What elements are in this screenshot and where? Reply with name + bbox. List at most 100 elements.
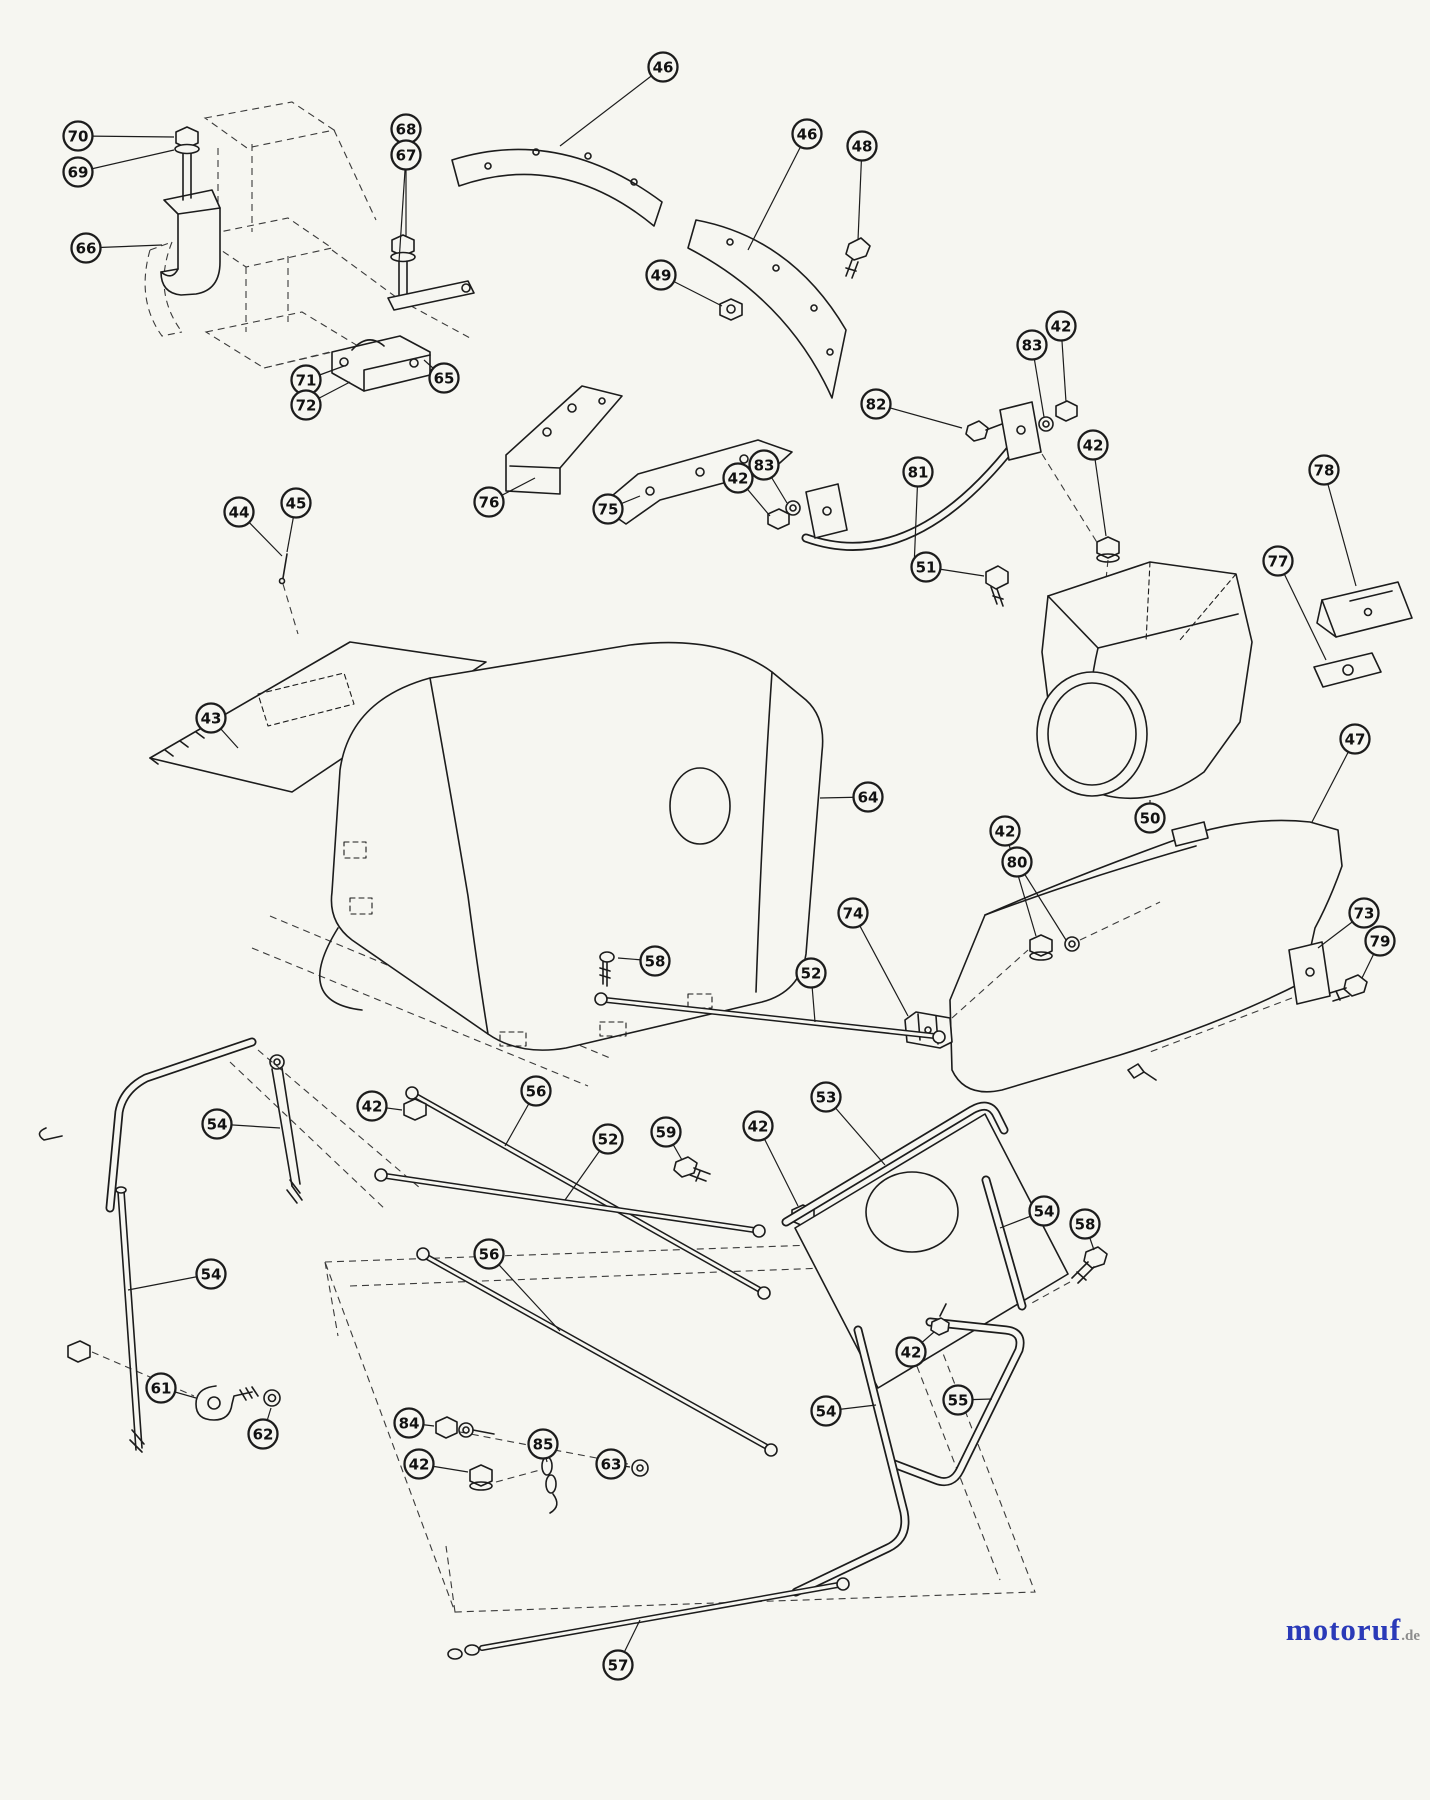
svg-text:42: 42 [901, 1344, 922, 1362]
svg-text:46: 46 [653, 59, 674, 77]
svg-text:56: 56 [526, 1083, 547, 1101]
callout-44: 44 [223, 496, 283, 557]
callout-47: 47 [1311, 723, 1371, 823]
callout-64: 64 [819, 781, 884, 813]
part-52-rod-mid [374, 1168, 766, 1238]
callout-72: 72 [290, 381, 351, 421]
callout-77: 77 [1262, 545, 1327, 661]
callout-69: 69 [62, 149, 175, 188]
assembly-line-73 [1149, 997, 1293, 1053]
svg-text:65: 65 [434, 370, 455, 388]
callout-56: 56 [473, 1238, 561, 1332]
svg-text:63: 63 [601, 1456, 622, 1474]
svg-text:53: 53 [816, 1089, 837, 1107]
callout-55: 55 [942, 1384, 993, 1416]
svg-text:50: 50 [1140, 810, 1161, 828]
svg-text:66: 66 [76, 240, 97, 258]
callout-73: 73 [1317, 897, 1380, 949]
watermark-logo[interactable]: motoruf.de [1286, 1612, 1420, 1648]
callout-54: 54 [201, 1108, 281, 1140]
svg-text:54: 54 [201, 1266, 222, 1284]
callout-74: 74 [837, 897, 909, 1017]
callout-66: 66 [70, 232, 163, 264]
svg-text:83: 83 [754, 457, 775, 475]
svg-text:84: 84 [399, 1415, 420, 1433]
part-84-bolt-washer [435, 1416, 495, 1439]
svg-text:61: 61 [151, 1380, 172, 1398]
callout-42: 42 [742, 1110, 799, 1207]
callout-52: 52 [564, 1123, 624, 1201]
part-76-bracket [505, 385, 623, 495]
part-42-bolt-tube [930, 1303, 950, 1336]
assembly-line-pin [282, 583, 299, 635]
svg-text:42: 42 [995, 823, 1016, 841]
part-56-rod-lower [416, 1247, 778, 1457]
watermark-brand: motoruf [1285, 1612, 1402, 1647]
part-73-plate [1288, 941, 1331, 1005]
part-49-nut [719, 298, 743, 321]
svg-text:78: 78 [1314, 462, 1335, 480]
svg-text:77: 77 [1268, 553, 1289, 571]
callout-85: 85 [527, 1428, 559, 1463]
svg-text:47: 47 [1345, 731, 1366, 749]
part-44-45-pin [278, 553, 288, 585]
svg-text:74: 74 [843, 905, 864, 923]
callout-54: 54 [810, 1395, 877, 1427]
callout-42: 42 [722, 462, 771, 517]
callout-68: 68 [390, 113, 422, 237]
callout-56: 56 [504, 1075, 552, 1147]
part-61-hook [195, 1385, 259, 1421]
svg-text:42: 42 [1083, 437, 1104, 455]
part-53-frame-tube [781, 1101, 1009, 1227]
part-83-42-washer-nut-right [1038, 400, 1078, 432]
callout-78: 78 [1308, 454, 1357, 587]
part-65-71-72-clamp [331, 335, 431, 392]
callout-83: 83 [748, 449, 788, 504]
part-69-70-pin-and-nut [174, 126, 200, 201]
callout-80: 80 [1001, 846, 1067, 941]
callout-81: 81 [902, 456, 934, 569]
callout-58: 58 [1069, 1208, 1101, 1251]
svg-text:42: 42 [362, 1098, 383, 1116]
svg-text:42: 42 [748, 1118, 769, 1136]
svg-text:64: 64 [858, 789, 879, 807]
callout-57: 57 [602, 1619, 641, 1681]
part-67-68-pivot-arm [387, 234, 475, 311]
callout-58: 58 [617, 945, 671, 977]
part-79-bolt [1329, 974, 1368, 1002]
part-50-discharge-chute [1036, 561, 1253, 799]
callout-54: 54 [999, 1195, 1060, 1229]
part-81-bail-bar [801, 437, 1021, 551]
svg-text:55: 55 [948, 1392, 969, 1410]
part-57-end-collars [447, 1644, 480, 1660]
part-58-bolt-right [1071, 1246, 1108, 1284]
part-47-side-panel [949, 819, 1343, 1093]
part-54-short-rod [269, 1054, 303, 1204]
part-85-chain-hook [541, 1456, 558, 1514]
svg-text:54: 54 [1034, 1203, 1055, 1221]
callout-43: 43 [195, 702, 239, 749]
callout-52: 52 [795, 957, 827, 1023]
svg-text:58: 58 [1075, 1216, 1096, 1234]
svg-text:42: 42 [1051, 318, 1072, 336]
part-62-nut [263, 1389, 281, 1407]
svg-text:43: 43 [201, 710, 222, 728]
svg-text:57: 57 [608, 1657, 629, 1675]
callout-71: 71 [290, 364, 345, 396]
part-bolt-far-left [67, 1340, 91, 1363]
part-82-plate-and-screw [965, 401, 1042, 461]
svg-text:85: 85 [533, 1436, 554, 1454]
assembly-line-74 [951, 901, 1161, 1019]
svg-text:73: 73 [1354, 905, 1375, 923]
callout-42: 42 [356, 1090, 403, 1122]
part-42-nut-rod [403, 1098, 427, 1121]
part-74-bracket [904, 1011, 953, 1049]
svg-text:82: 82 [866, 396, 887, 414]
callout-79: 79 [1361, 925, 1396, 979]
callout-62: 62 [247, 1407, 279, 1450]
svg-text:49: 49 [651, 267, 672, 285]
svg-text:52: 52 [801, 965, 822, 983]
part-64-grass-bag [319, 641, 824, 1051]
part-42-nut-chute [1096, 536, 1120, 563]
